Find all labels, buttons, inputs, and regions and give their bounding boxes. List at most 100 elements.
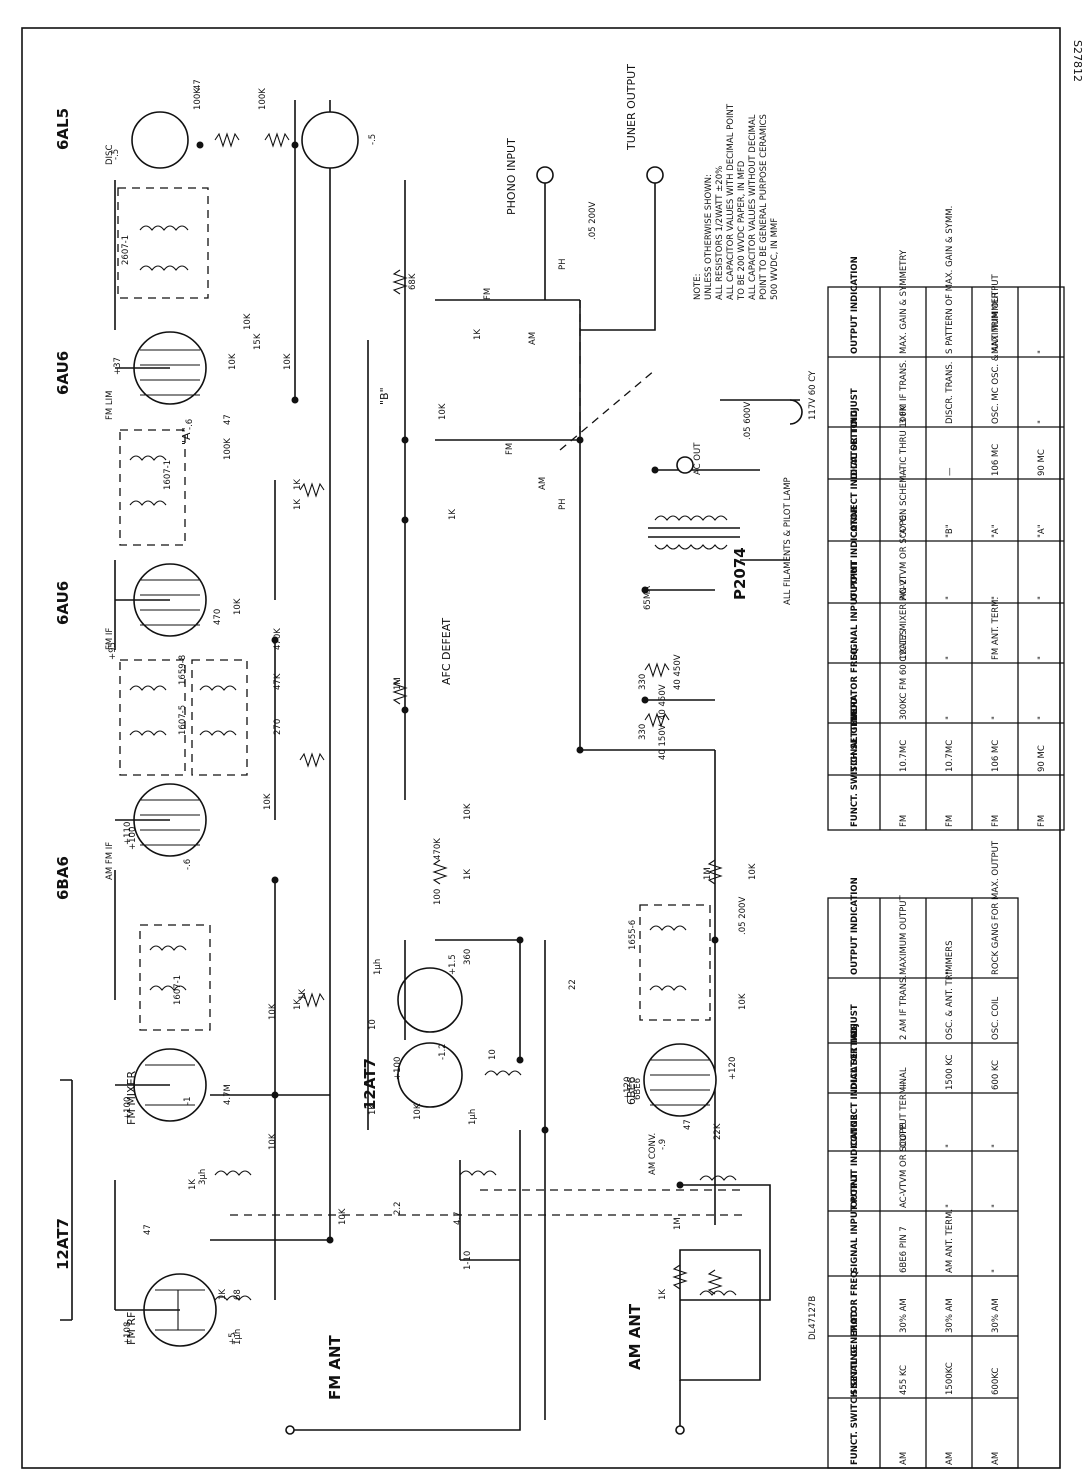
coil-glyphs xyxy=(129,225,737,1301)
tube-12at7-mid-b xyxy=(397,1042,463,1108)
table-cell: OUTPUT TERMINAL xyxy=(899,1067,909,1148)
component-value: 47 xyxy=(143,1224,153,1235)
component-value: 1M xyxy=(703,867,713,880)
table-cell: 10.7MC xyxy=(945,740,955,772)
table-cell: 3 FM IF TRANS. xyxy=(899,360,909,424)
component-value: 1K xyxy=(293,999,303,1010)
table-header-cell: DIAL SETTING xyxy=(850,1024,860,1090)
table-cell: S PATTERN OF MAX. GAIN & SYMM. xyxy=(945,206,955,354)
if-can-1607-5 xyxy=(119,659,186,776)
component-value: +5 xyxy=(228,1332,238,1345)
am-ant-coil-box xyxy=(679,1249,761,1381)
table-cell: 2 AM IF TRANS. xyxy=(899,975,909,1040)
switch-label-ph-2: PH xyxy=(558,258,568,270)
component-value: 10K xyxy=(338,1208,348,1225)
switch-label-ph-1: PH xyxy=(558,498,568,510)
note-line-6: POINT TO BE GENERAL PURPOSE CERAMICS xyxy=(759,114,769,300)
switch-label-am-1: AM xyxy=(538,477,548,490)
table-cell: " xyxy=(991,1144,1001,1148)
table-cell: MAX. GAIN & SYMMETRY xyxy=(899,249,909,354)
table-cell: " xyxy=(945,1144,955,1148)
component-value: 2607-1 xyxy=(121,235,131,265)
plate-stubs xyxy=(115,367,180,1311)
if-can-1659-8 xyxy=(191,659,248,776)
component-value: 40 450V xyxy=(673,654,683,690)
component-value: -.9 xyxy=(658,1139,668,1150)
table-cell: 106 MC xyxy=(991,740,1001,772)
component-value: +95 xyxy=(108,642,118,660)
component-value: 470K xyxy=(433,838,443,860)
table-cell: AC-VTVM OR SCOPE xyxy=(899,1123,909,1208)
table-cell: AM xyxy=(945,1452,955,1465)
table-header-cell: ADJUST xyxy=(850,1004,860,1040)
note-line-4: TO BE 200 WVDC PAPER, IN MFD xyxy=(737,160,747,301)
component-value: 10K xyxy=(268,1133,278,1150)
table-cell: 300KC FM 60 CYCLES xyxy=(899,630,909,720)
component-value: 100K xyxy=(258,88,268,110)
fm-ant-terminal xyxy=(285,1425,295,1435)
table-header-cell: FUNCT. SWITCH SETTING xyxy=(850,1346,860,1465)
component-value: 47 xyxy=(193,79,203,90)
tube-label-am-conv: AM CONV. xyxy=(648,1133,658,1175)
table-cell: 1500KC xyxy=(945,1362,955,1395)
tube-label-6au6-2: 6AU6 xyxy=(54,351,72,395)
table-cell: 90 MC xyxy=(1037,449,1047,476)
table-cell: " xyxy=(1037,420,1047,424)
disc-can-2607-1 xyxy=(117,187,209,299)
table-header-cell: MOD. xyxy=(850,1307,860,1333)
component-value: 47 xyxy=(223,414,233,425)
table-cell: FM xyxy=(991,815,1001,827)
component-value: 15K xyxy=(253,333,263,350)
component-value: 1607-5 xyxy=(178,705,188,735)
component-value: -.5 xyxy=(111,149,121,160)
current-label: 65MA xyxy=(643,586,653,610)
line-voltage-label: 117V 60 CY xyxy=(808,370,818,420)
table-header-cell: FUNCT. SWITCH SETTING xyxy=(850,708,860,827)
table-header-cell: SIGNAL INPUT POINT xyxy=(850,560,860,660)
table-cell: — xyxy=(899,467,909,476)
component-value: 3µh xyxy=(198,1169,208,1185)
table-cell: ROCK GANG FOR MAX. OUTPUT xyxy=(991,840,1001,975)
component-value: 10K xyxy=(438,403,448,420)
table-cell: FM xyxy=(899,815,909,827)
table-cell: DISCR. TRANS. xyxy=(945,362,955,424)
table-header-cell: OUTPUT INDICATOR xyxy=(850,506,860,600)
component-value: 470 xyxy=(213,609,223,625)
fm-ant-label: FM ANT xyxy=(326,1334,344,1400)
interstage-wires xyxy=(210,939,521,1241)
component-value: 1M xyxy=(673,1217,683,1230)
tube-6be6 xyxy=(643,1043,717,1117)
table-cell: "A" xyxy=(991,524,1001,538)
tube-12at7-mid-a xyxy=(397,967,463,1033)
table-cell: — xyxy=(899,1081,909,1090)
component-value: 1607-1 xyxy=(163,460,173,490)
component-value: 1K xyxy=(368,1104,378,1115)
component-value: -1.2 xyxy=(438,1043,448,1060)
ground-return xyxy=(290,1130,521,1431)
component-value: +1.5 xyxy=(448,954,458,975)
table-cell: FM ANT. TERM. xyxy=(991,597,1001,660)
component-value: 1K xyxy=(218,1289,228,1300)
table-cell: " xyxy=(945,596,955,600)
table-frame xyxy=(827,897,1019,1469)
component-value: 1K xyxy=(448,509,458,520)
am-ant-label: AM ANT xyxy=(626,1303,644,1370)
junction-dots xyxy=(196,141,719,1244)
note-block: NOTE: UNLESS OTHERWISE SHOWN: ALL RESIST… xyxy=(693,103,780,301)
table-cell: " xyxy=(945,971,955,975)
resistor-glyphs xyxy=(214,132,723,1295)
table-header-cell: CONNECT INDICATOR TO: xyxy=(850,1028,860,1148)
table-cell: " xyxy=(991,1269,1001,1273)
table-header-cell: OUTPUT INDICATION xyxy=(850,256,860,354)
component-value: +108 xyxy=(123,1322,133,1345)
component-value: 4.7 xyxy=(453,1211,463,1225)
phono-out-wires xyxy=(544,180,656,331)
tube-label-fm-if: FM IF xyxy=(105,628,115,650)
sheet-border xyxy=(21,27,1061,1469)
table-cell: 455 KC xyxy=(899,1365,909,1395)
tube-label-12at7-mid: 12AT7 xyxy=(361,1058,379,1110)
component-value: +120 xyxy=(728,1057,738,1080)
note-line-2: ALL RESISTORS 1/2WATT ±20% xyxy=(715,166,725,300)
am-osc-box xyxy=(680,1184,771,1301)
